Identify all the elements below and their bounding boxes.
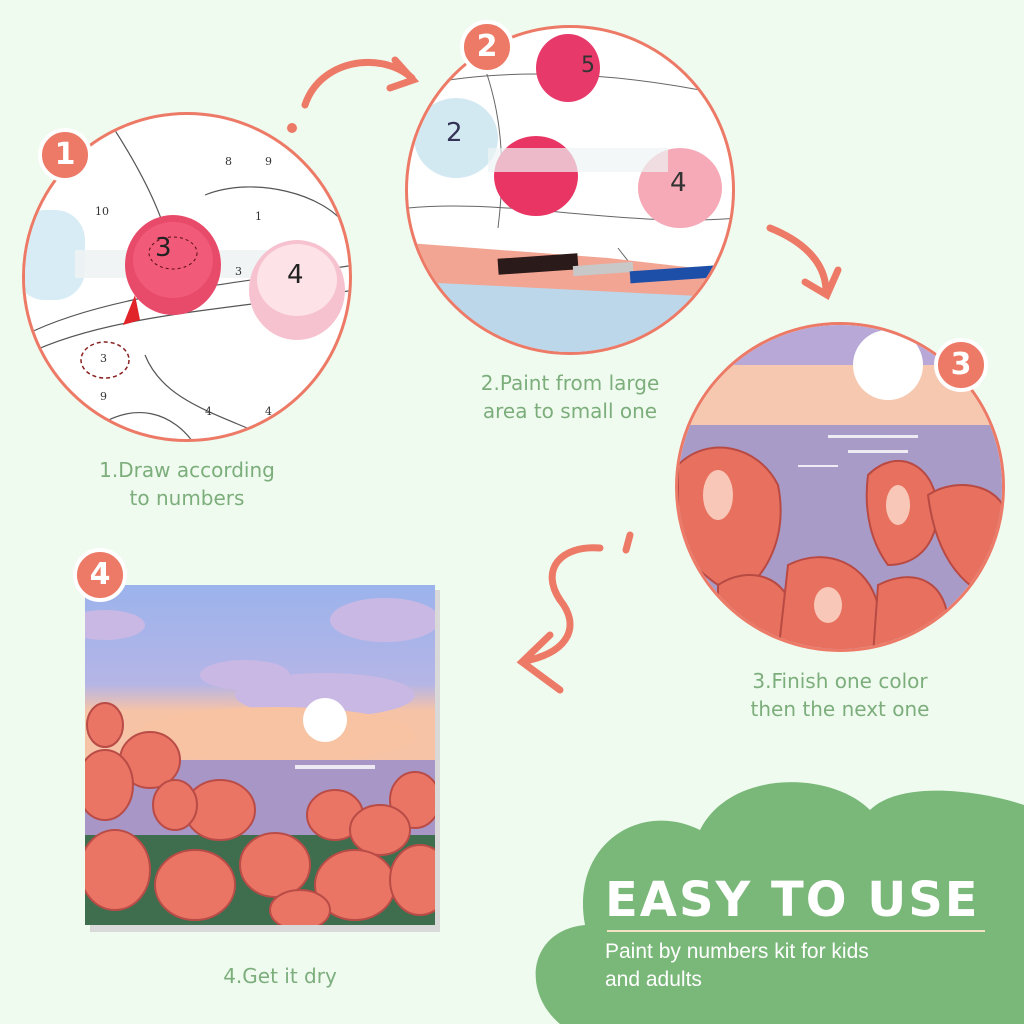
step-2-image: 2 5 4 [405,25,735,355]
pot-2-label: 2 [446,118,463,148]
pot-4-label: 4 [287,260,304,290]
step-2-caption: 2.Paint from large area to small one [420,369,720,425]
pot-5-label: 5 [581,53,595,78]
svg-text:1: 1 [255,210,262,223]
caption-line: area to small one [482,399,658,423]
step-2-badge: 2 [460,20,514,74]
svg-text:10: 10 [95,205,109,218]
svg-text:9: 9 [100,390,107,403]
svg-text:3: 3 [235,265,242,278]
caption-line: to numbers [129,486,245,510]
region-numbers: 10 8 9 1 3 3 9 4 4 [95,155,272,418]
caption-line: then the next one [750,697,930,721]
step-1-badge: 1 [38,128,92,182]
svg-text:9: 9 [265,155,272,168]
arrow-3-to-4 [516,531,634,694]
pot-4-label: 4 [670,168,687,198]
banner-subtitle: Paint by numbers kit for kids and adults [605,938,869,994]
step-3-badge: 3 [934,338,988,392]
finished-painting [85,585,435,925]
svg-text:4: 4 [205,405,212,418]
step-1-caption: 1.Draw according to numbers [37,456,337,512]
step-4-caption: 4.Get it dry [130,962,430,990]
step-4-badge: 4 [73,548,127,602]
svg-text:8: 8 [225,155,232,168]
caption-line: 3.Finish one color [752,669,928,693]
cloud-shape [535,782,1024,1024]
caption-line: 1.Draw according [99,458,275,482]
pot-3-label: 3 [155,233,172,263]
arrow-1-to-2 [301,56,420,109]
caption-line: 2.Paint from large [480,371,660,395]
subtitle-line: Paint by numbers kit for kids [605,940,869,963]
caption-line: 4.Get it dry [223,964,337,988]
arrow-2-to-3 [766,224,842,301]
subtitle-line: and adults [605,968,702,991]
step-1-image: 10 8 9 1 3 3 9 4 4 3 4 [22,112,352,442]
banner-divider [607,930,985,932]
step-3-caption: 3.Finish one color then the next one [690,667,990,723]
svg-text:3: 3 [100,352,107,365]
banner-title: EASY TO USE [605,872,980,928]
svg-text:4: 4 [265,405,272,418]
